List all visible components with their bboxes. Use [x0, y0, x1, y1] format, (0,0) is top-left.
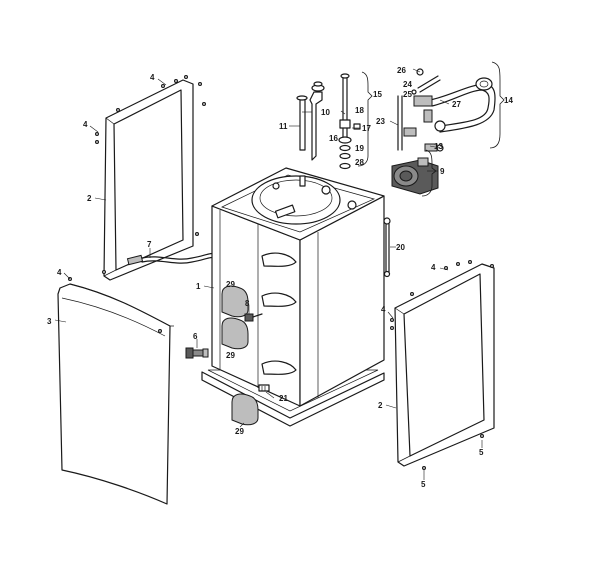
callout-7: 7 — [147, 240, 152, 249]
callout-17: 17 — [362, 124, 371, 133]
right-side-panel — [390, 260, 495, 470]
callout-6: 6 — [193, 332, 198, 341]
callout-23: 23 — [376, 117, 385, 126]
bracket-group-15 — [357, 71, 373, 167]
callout-20: 20 — [396, 243, 405, 252]
flow-pipework — [397, 68, 496, 152]
callout-29: 29 — [235, 427, 244, 436]
callout-2: 2 — [378, 401, 383, 410]
callout-5: 5 — [479, 448, 484, 457]
callout-9: 9 — [440, 167, 445, 176]
callout-4: 4 — [381, 305, 386, 314]
main-cabinet-body — [201, 167, 385, 427]
callout-5: 5 — [421, 480, 426, 489]
callout-10: 10 — [321, 108, 330, 117]
bracket-group-14 — [489, 61, 505, 149]
callout-3: 3 — [47, 317, 52, 326]
callout-28: 28 — [355, 158, 364, 167]
callout-4: 4 — [83, 120, 88, 129]
callout-8: 8 — [245, 299, 250, 308]
callout-29: 29 — [226, 351, 235, 360]
callout-15: 15 — [373, 90, 382, 99]
foam-blocks — [221, 285, 259, 426]
cable-assembly — [126, 252, 217, 266]
mounting-bracket — [383, 217, 391, 278]
callout-18: 18 — [355, 106, 364, 115]
left-rear-side-panel — [95, 75, 206, 281]
callout-2: 2 — [87, 194, 92, 203]
front-curved-panel — [57, 277, 174, 505]
callout-24: 24 — [403, 80, 412, 89]
bracket-group-9 — [421, 149, 437, 197]
sensor-pocket — [309, 81, 325, 161]
callout-29: 29 — [226, 280, 235, 289]
immersion-assembly — [338, 73, 361, 170]
callout-27: 27 — [452, 100, 461, 109]
callout-4: 4 — [431, 263, 436, 272]
callout-4: 4 — [57, 268, 62, 277]
anode-rod — [296, 95, 308, 151]
leader-lines — [54, 68, 483, 480]
callout-4: 4 — [150, 73, 155, 82]
callout-labels: 4 4 2 7 4 3 1 29 8 6 29 21 29 10 11 18 1… — [47, 66, 513, 489]
callout-13: 13 — [434, 142, 443, 151]
callout-1: 1 — [196, 282, 201, 291]
callout-26: 26 — [397, 66, 406, 75]
valve-fitting — [185, 347, 209, 359]
callout-19: 19 — [355, 144, 364, 153]
pump-assembly — [391, 143, 439, 195]
callout-14: 14 — [504, 96, 513, 105]
callout-11: 11 — [279, 122, 288, 131]
callout-25: 25 — [403, 90, 412, 99]
callout-16: 16 — [329, 134, 338, 143]
callout-21: 21 — [279, 394, 288, 403]
